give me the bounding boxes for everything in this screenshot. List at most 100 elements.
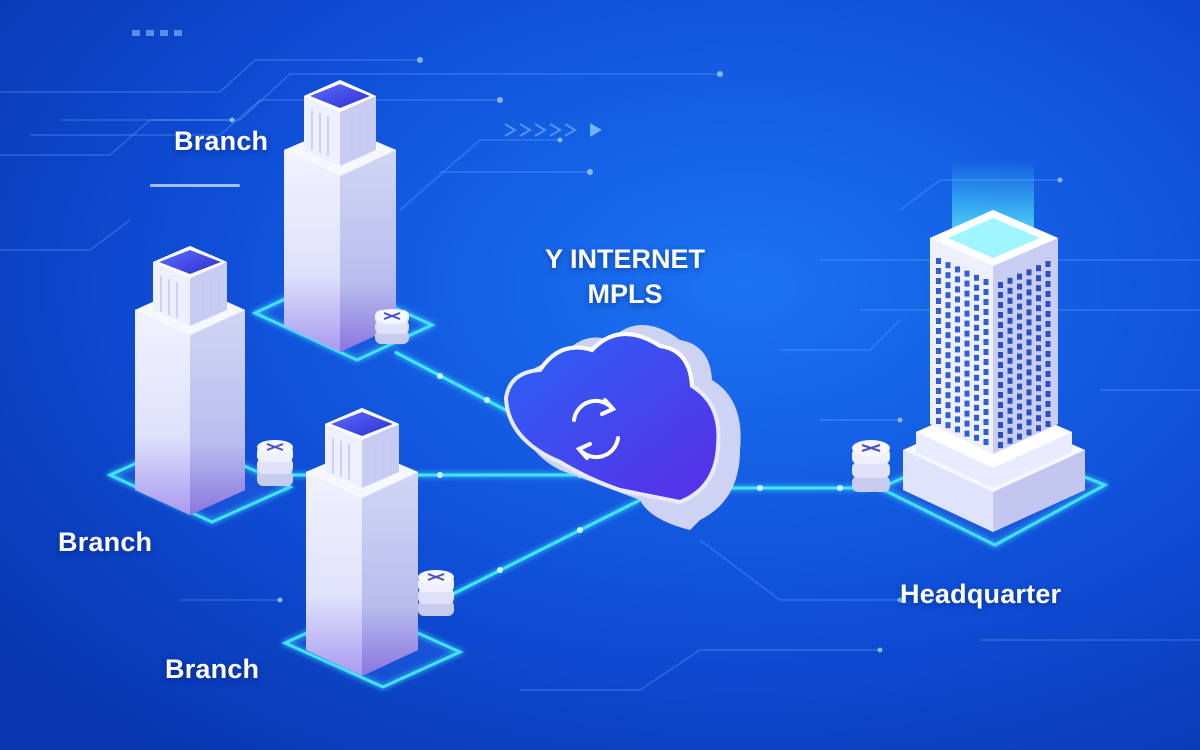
window [936, 338, 941, 344]
window [955, 336, 960, 343]
window [1045, 331, 1051, 337]
window [983, 399, 989, 405]
window [998, 302, 1003, 308]
window [974, 374, 979, 381]
window [1036, 345, 1041, 352]
window [936, 378, 941, 384]
window [998, 312, 1003, 318]
window [945, 422, 951, 429]
window [1036, 285, 1041, 292]
window [964, 300, 970, 307]
window [974, 304, 979, 311]
window [1017, 303, 1022, 310]
window [983, 379, 989, 385]
window [936, 268, 941, 274]
window [983, 409, 989, 415]
window [964, 430, 970, 437]
window [1045, 341, 1051, 347]
window [936, 368, 941, 374]
window [945, 332, 951, 339]
window [1026, 339, 1032, 346]
window [945, 382, 951, 389]
window [1036, 375, 1041, 382]
window [1036, 295, 1041, 302]
window [1045, 301, 1051, 307]
window [974, 334, 979, 341]
window [964, 330, 970, 337]
light-streak [150, 184, 240, 187]
window [998, 392, 1003, 398]
window [1036, 305, 1041, 312]
window [945, 372, 951, 379]
circuit-traces [0, 59, 1200, 691]
window [1007, 357, 1013, 364]
window [945, 342, 951, 349]
window [1007, 367, 1013, 374]
window [945, 352, 951, 359]
window [1017, 343, 1022, 350]
window [998, 332, 1003, 338]
window [983, 349, 989, 355]
window [974, 414, 979, 421]
window [936, 388, 941, 394]
window [1026, 369, 1032, 376]
window [936, 278, 941, 284]
window [964, 320, 970, 327]
window [1036, 275, 1041, 282]
window [974, 364, 979, 371]
window [1007, 427, 1013, 434]
window [983, 429, 989, 435]
window [1045, 351, 1051, 357]
window [936, 298, 941, 304]
router-stack-icon [418, 570, 454, 616]
window [964, 360, 970, 367]
dash-decoration [132, 30, 182, 36]
window [936, 258, 941, 264]
circuit-nodes [229, 57, 1063, 653]
window [1017, 403, 1022, 410]
window [955, 386, 960, 393]
window [936, 408, 941, 414]
window [955, 286, 960, 293]
window [1007, 347, 1013, 354]
window [1017, 283, 1022, 290]
window [955, 306, 960, 313]
window [936, 418, 941, 424]
window [964, 350, 970, 357]
window [955, 416, 960, 423]
window [1036, 425, 1041, 432]
window [964, 310, 970, 317]
window [998, 322, 1003, 328]
window [1017, 363, 1022, 370]
window [955, 266, 960, 273]
window [1026, 319, 1032, 326]
window [955, 406, 960, 413]
window [1017, 413, 1022, 420]
window [1026, 289, 1032, 296]
window [1036, 335, 1041, 342]
window [945, 362, 951, 369]
window [1017, 423, 1022, 430]
window [1017, 433, 1022, 440]
window [974, 344, 979, 351]
window [936, 288, 941, 294]
window [983, 439, 989, 445]
router-stack-icon [375, 309, 409, 344]
window [1007, 327, 1013, 334]
window [974, 324, 979, 331]
window [1036, 385, 1041, 392]
sync-arrows-icon [572, 398, 620, 460]
window [955, 276, 960, 283]
window [945, 302, 951, 309]
window [1007, 287, 1013, 294]
window [955, 366, 960, 373]
window [945, 282, 951, 289]
window [998, 282, 1003, 288]
window [998, 422, 1003, 428]
chevron-arrows-icon [504, 123, 577, 137]
branch-left-building [135, 246, 245, 515]
window [936, 398, 941, 404]
play-arrow-icon [590, 123, 602, 137]
router-stack-icon [852, 440, 890, 492]
